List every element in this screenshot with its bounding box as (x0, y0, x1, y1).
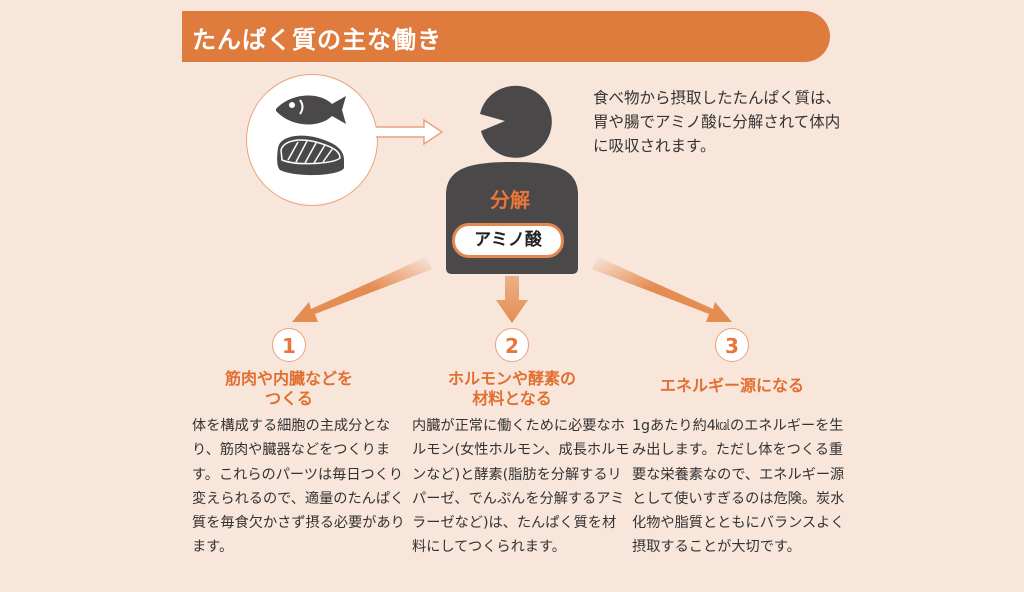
fish-icon (276, 95, 346, 125)
page-title: たんぱく質の主な働き (192, 26, 442, 54)
arrow-to-2 (496, 276, 528, 323)
item-title-2: ホルモンや酵素の 材料となる (447, 369, 576, 408)
item-body-3: 1gあたり約4㎉のエネルギーを生み出します。ただし体をつくる重要な栄養素なので、… (632, 418, 845, 556)
item-body-2: 内臓が正常に働くために必要なホルモン(女性ホルモン、成長ホルモンなど)と酵素(脂… (412, 418, 630, 556)
item-body-1: 体を構成する細胞の主成分となり、筋肉や臓器などをつくります。これらのパーツは毎日… (192, 418, 405, 556)
number-badge-2: 2 (495, 328, 529, 362)
intro-text: 食べ物から摂取したたんぱく質は、胃や腸でアミノ酸に分解されて体内に吸収されます。 (593, 89, 842, 155)
steak-icon (277, 135, 344, 176)
number-badge-3: 3 (715, 328, 749, 362)
title-banner: たんぱく質の主な働き (182, 11, 830, 62)
number-badge-1: 1 (272, 328, 306, 362)
item-title-1: 筋肉や内臓などを つくる (224, 369, 353, 408)
arrow-to-3 (592, 257, 732, 322)
arrow-to-1 (292, 257, 432, 322)
intake-arrow (376, 118, 444, 146)
amino-acid-badge: アミノ酸 (452, 223, 564, 258)
process-label: 分解 (490, 188, 530, 212)
item-title-3: エネルギー源になる (659, 376, 804, 395)
